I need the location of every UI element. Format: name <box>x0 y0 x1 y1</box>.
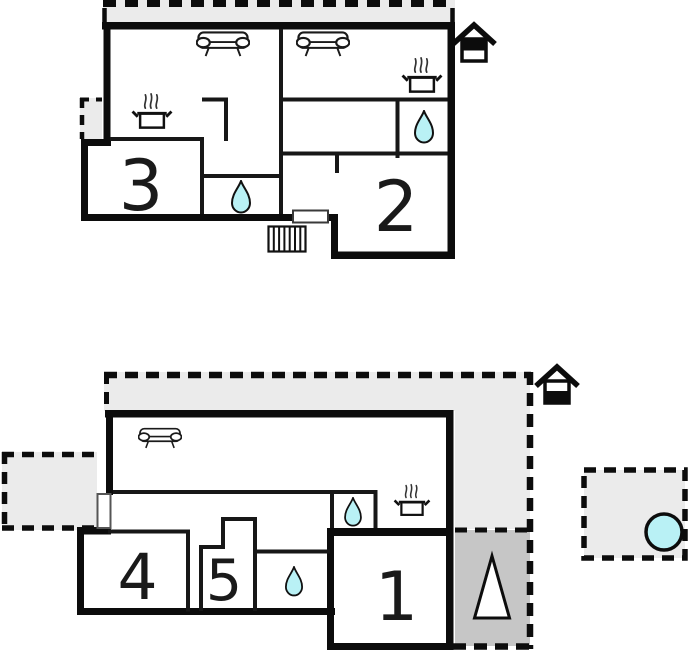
wall-segment <box>335 155 339 173</box>
wall-segment <box>331 251 455 259</box>
wall-segment <box>395 101 400 158</box>
wall-segment <box>77 527 111 535</box>
wall-segment <box>279 29 283 214</box>
wall-segment <box>108 529 188 534</box>
wall-segment <box>447 22 455 259</box>
room-label-5: 5 <box>206 548 242 614</box>
upper-interior-room3 <box>81 139 131 221</box>
wall-segment <box>81 139 111 146</box>
wall-segment <box>283 151 448 156</box>
lower-interior-room1 <box>327 528 453 650</box>
entry-door <box>96 493 112 529</box>
wall-segment <box>186 529 190 612</box>
lower-terrace-area <box>104 372 530 529</box>
wall-segment <box>77 608 335 615</box>
wall-segment <box>106 410 113 495</box>
wall-segment <box>224 97 228 141</box>
lower-floor-plan: 4 5 1 <box>1 363 580 650</box>
wall-segment <box>105 410 453 418</box>
wall-segment <box>253 549 330 554</box>
wall-segment <box>373 490 378 528</box>
stairs-icon <box>267 225 307 253</box>
upper-floor-plan: 3 2 <box>79 0 497 259</box>
wall-segment <box>253 517 257 611</box>
room-label-2: 2 <box>374 166 419 248</box>
upper-floor-indicator-icon <box>451 21 497 63</box>
wall-segment <box>327 528 453 536</box>
wall-segment <box>202 97 228 102</box>
wall-segment <box>113 490 378 494</box>
room-label-1: 1 <box>375 558 418 637</box>
direction-triangle-icon <box>472 550 512 620</box>
patio-patch <box>2 452 97 530</box>
wall-segment <box>221 517 225 549</box>
wall-segment <box>327 643 453 650</box>
hot-tub-icon <box>644 512 684 552</box>
wall-segment <box>199 545 224 549</box>
entry-door <box>292 209 329 224</box>
ground-floor-indicator-icon <box>534 363 580 405</box>
hot-tub-area <box>581 467 688 561</box>
room-label-3: 3 <box>119 145 164 227</box>
wall-segment <box>102 22 455 30</box>
wall-segment <box>199 545 203 611</box>
room-label-4: 4 <box>117 541 157 614</box>
wall-segment <box>81 139 88 221</box>
wall-segment <box>330 490 334 528</box>
wall-segment <box>110 137 204 141</box>
hot-tub-border <box>581 467 688 561</box>
wall-segment <box>327 528 334 650</box>
wall-segment <box>331 214 338 259</box>
wall-segment <box>103 22 111 143</box>
wall-segment <box>81 214 338 221</box>
wall-segment <box>221 517 257 521</box>
wall-segment <box>200 174 283 178</box>
wall-segment <box>283 97 448 102</box>
wall-segment <box>77 527 84 615</box>
